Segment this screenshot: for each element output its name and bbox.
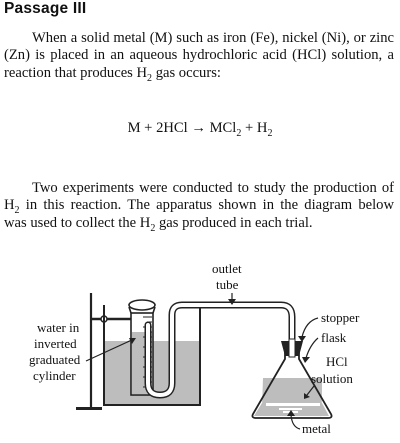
h2-subscript-1: 2 — [14, 205, 20, 217]
experiment-text-2: in this reaction. The apparatus shown in… — [4, 197, 394, 231]
mcl-subscript: 2 — [236, 127, 242, 139]
experiment-text-3: gas produced in each trial. — [155, 214, 313, 231]
label-stopper: stopper — [321, 310, 360, 325]
label-hcl-line2: solution — [311, 371, 353, 386]
h2-subscript: 2 — [147, 72, 153, 84]
label-outlet-line2: tube — [216, 277, 239, 292]
reaction-equation: M + 2HCl → MCl2 + H2 — [0, 120, 400, 139]
label-water-line2: inverted — [34, 336, 77, 351]
outlet-tube — [144, 301, 296, 399]
h-subscript: 2 — [267, 127, 273, 139]
label-metal: metal — [302, 421, 331, 436]
experiment-text-1: Two experiments were conducted to study … — [4, 180, 394, 214]
label-water-line3: graduated — [29, 352, 81, 367]
label-water-line4: cylinder — [33, 368, 76, 383]
apparatus-diagram: outlet tube water in inverted graduated … — [29, 261, 360, 436]
label-outlet-line1: outlet — [212, 261, 242, 276]
equation-plus-h: + H — [241, 120, 268, 136]
label-water-line1: water in — [37, 320, 80, 335]
passage-heading: Passage III — [4, 0, 87, 17]
diagram-labels: outlet tube water in inverted graduated … — [29, 261, 360, 436]
intro-text-end: gas occurs: — [152, 64, 221, 81]
label-flask: flask — [321, 330, 347, 345]
h2-subscript-2: 2 — [150, 222, 156, 234]
experiment-paragraph: Two experiments were conducted to study … — [4, 180, 394, 234]
stopper — [281, 338, 303, 358]
intro-text: When a solid metal (M) such as iron (Fe)… — [4, 30, 394, 81]
intro-paragraph: When a solid metal (M) such as iron (Fe)… — [4, 30, 394, 84]
label-hcl-line1: HCl — [326, 354, 348, 369]
equation-lhs: M + 2HCl → MCl — [127, 120, 237, 136]
flask — [251, 352, 333, 419]
